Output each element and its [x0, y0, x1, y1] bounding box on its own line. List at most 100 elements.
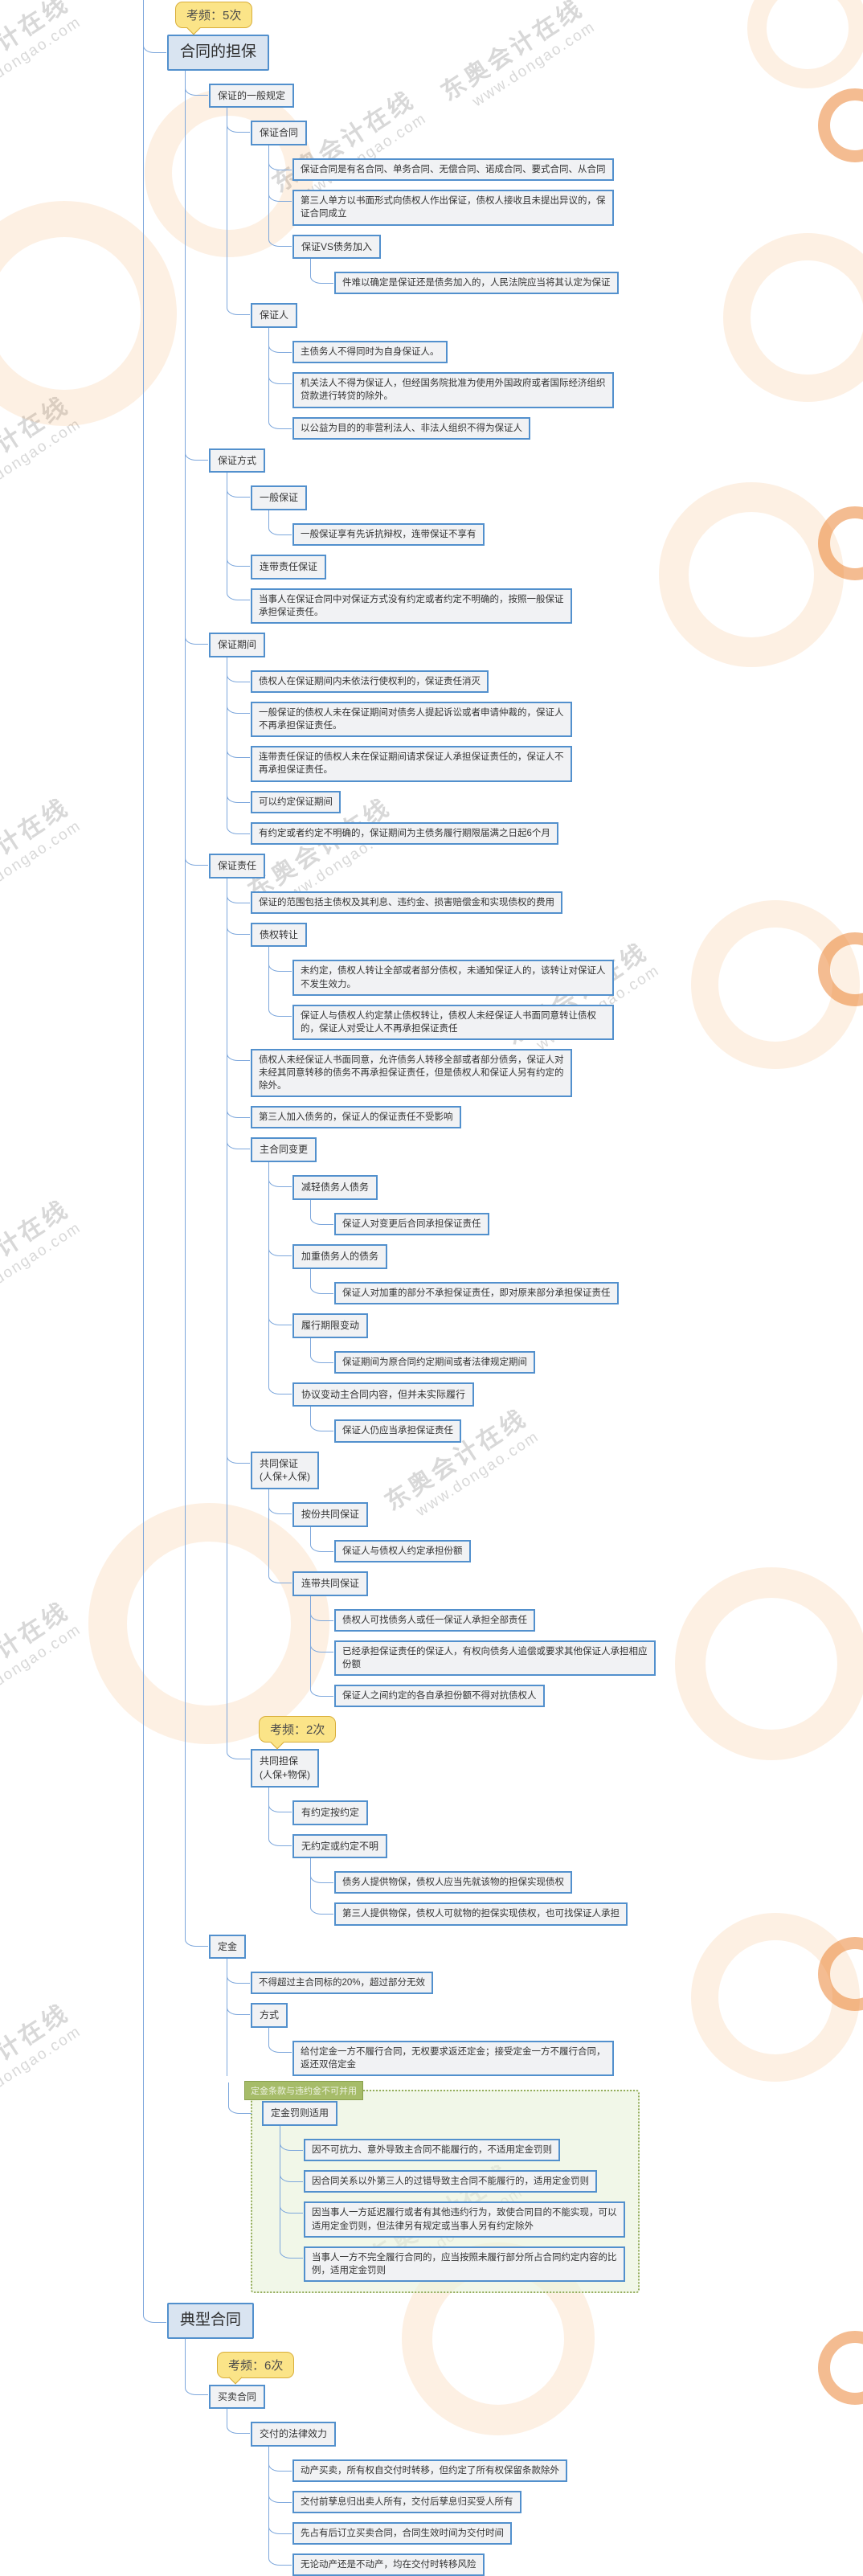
node-children: 有约定按约定无约定或约定不明债务人提供物保，债权人应当先就该物的担保实现债权第三…	[292, 1788, 628, 1926]
node-box[interactable]: 债务人提供物保，债权人应当先就该物的担保实现债权	[334, 1871, 572, 1894]
node-box[interactable]: 合同的担保	[167, 35, 269, 71]
mindmap-node: 一般保证的债权人未在保证期间对债务人提起诉讼或者申请仲裁的，保证人不再承担保证责…	[251, 702, 572, 737]
node-box[interactable]: 以公益为目的的非营利法人、非法人组织不得为保证人	[292, 417, 530, 440]
node-box[interactable]: 可以约定保证期间	[251, 791, 341, 813]
node-box[interactable]: 减轻债务人债务	[292, 1175, 378, 1200]
node-box[interactable]: 一般保证享有先诉抗辩权，连带保证不享有	[292, 523, 485, 546]
mindmap-node: 保证期间为原合同约定期间或者法律规定期间	[334, 1351, 535, 1374]
node-children: 保证人对加重的部分不承担保证责任，即对原来部分承担保证责任	[334, 1269, 619, 1304]
node-box[interactable]: 共同保证 (人保+人保)	[251, 1452, 319, 1490]
node-box[interactable]: 典型合同	[167, 2303, 254, 2339]
node-box[interactable]: 一般保证的债权人未在保证期间对债务人提起诉讼或者申请仲裁的，保证人不再承担保证责…	[251, 702, 572, 737]
node-box[interactable]: 保证人	[251, 303, 297, 328]
mindmap-node: 保证人对加重的部分不承担保证责任，即对原来部分承担保证责任	[334, 1282, 619, 1304]
node-box[interactable]: 连带责任保证	[251, 555, 326, 579]
node-box[interactable]: 协议变动主合同内容，但并未实际履行	[292, 1382, 474, 1407]
mindmap-node: 债权人未经保证人书面同意，允许债务人转移全部或者部分债务，保证人对未经其同意转移…	[251, 1049, 572, 1097]
exam-frequency-callout[interactable]: 考频：2次	[259, 1716, 336, 1743]
node-box[interactable]: 保证人与债权人约定禁止债权转让，债权人未经保证人书面同意转让债权的，保证人对受让…	[292, 1005, 614, 1040]
node-box[interactable]: 保证人之间约定的各自承担份额不得对抗债权人	[334, 1685, 545, 1707]
node-children: 按份共同保证保证人与债权人约定承担份额连带共同保证债权人可找债务人或任一保证人承…	[292, 1489, 656, 1707]
node-box[interactable]: 第三人提供物保，债权人可就物的担保实现债权，也可找保证人承担	[334, 1902, 628, 1925]
node-box[interactable]: 无论动产还是不动产，均在交付时转移风险	[292, 2553, 485, 2576]
node-box[interactable]: 按份共同保证	[292, 1502, 368, 1527]
node-box[interactable]: 主合同变更	[251, 1137, 317, 1162]
mindmap-node: 连带责任保证	[251, 555, 326, 579]
node-box[interactable]: 先占有后订立买卖合同，合同生效时间为交付时间	[292, 2522, 512, 2545]
node-children: 债权人可找债务人或任一保证人承担全部责任已经承担保证责任的保证人，有权向债务人追…	[334, 1596, 656, 1707]
mindmap-node: 第三人加入债务的，保证人的保证责任不受影响	[251, 1106, 461, 1128]
exam-frequency-callout[interactable]: 考频：6次	[217, 2352, 294, 2378]
node-box[interactable]: 履行期限变动	[292, 1313, 368, 1338]
node-box[interactable]: 连带共同保证	[292, 1571, 368, 1596]
node-box[interactable]: 债权转让	[251, 923, 307, 948]
node-box[interactable]: 动产买卖，所有权自交付时转移，但约定了所有权保留条款除外	[292, 2459, 567, 2482]
node-box[interactable]: 保证期间为原合同约定期间或者法律规定期间	[334, 1351, 535, 1374]
node-box[interactable]: 连带责任保证的债权人未在保证期间请求保证人承担保证责任的，保证人不再承担保证责任…	[251, 746, 572, 781]
mindmap-node: 考频：5次合同的担保保证的一般规定保证合同保证合同是有名合同、单务合同、无偿合同…	[167, 2, 656, 2293]
exam-frequency-callout[interactable]: 考频：5次	[175, 2, 252, 28]
node-box[interactable]: 交付前孳息归出卖人所有，交付后孳息归买受人所有	[292, 2491, 521, 2513]
mindmap-node: 连带责任保证的债权人未在保证期间请求保证人承担保证责任的，保证人不再承担保证责任…	[251, 746, 572, 781]
node-box[interactable]: 因当事人一方延迟履行或者有其他违约行为，致使合同目的不能实现，可以适用定金罚则，…	[304, 2201, 625, 2237]
node-box[interactable]: 共同担保 (人保+物保)	[251, 1749, 319, 1788]
node-box[interactable]: 买卖合同	[209, 2385, 265, 2410]
node-box[interactable]: 保证期间	[209, 633, 265, 657]
mindmap-node: 债权转让未约定，债权人转让全部或者部分债权，未通知保证人的，该转让对保证人不发生…	[251, 923, 614, 1040]
mindmap-node: 主债务人不得同时为自身保证人。	[292, 341, 448, 363]
node-box[interactable]: 保证VS债务加入	[292, 235, 381, 260]
node-box[interactable]: 已经承担保证责任的保证人，有权向债务人追偿或要求其他保证人承担相应份额	[334, 1640, 656, 1676]
mindmap-node: 交付的法律效力动产买卖，所有权自交付时转移，但约定了所有权保留条款除外交付前孳息…	[251, 2422, 567, 2576]
node-box[interactable]: 加重债务人的债务	[292, 1244, 387, 1269]
node-box[interactable]: 交付的法律效力	[251, 2422, 336, 2447]
mindmap-node: 保证的范围包括主债权及其利息、违约金、损害赔偿金和实现债权的费用	[251, 891, 562, 914]
node-box[interactable]: 件难以确定是保证还是债务加入的，人民法院应当将其认定为保证	[334, 272, 619, 294]
mindmap-node: 不得超过主合同标的20%，超过部分无效	[251, 1972, 433, 1994]
node-box[interactable]: 一般保证	[251, 485, 307, 510]
node-box[interactable]: 保证方式	[209, 448, 265, 473]
node-box[interactable]: 债权人可找债务人或任一保证人承担全部责任	[334, 1609, 535, 1632]
node-box[interactable]: 保证的一般规定	[209, 84, 294, 109]
node-box[interactable]: 有约定按约定	[292, 1800, 368, 1825]
node-box[interactable]: 保证人仍应当承担保证责任	[334, 1419, 461, 1442]
node-children: 债务人提供物保，债权人应当先就该物的担保实现债权第三人提供物保，债权人可就物的担…	[334, 1858, 628, 1925]
node-box[interactable]: 不得超过主合同标的20%，超过部分无效	[251, 1972, 433, 1994]
node-box[interactable]: 当事人在保证合同中对保证方式没有约定或者约定不明确的，按照一般保证承担保证责任。	[251, 588, 572, 624]
node-box[interactable]: 定金罚则适用	[262, 2101, 337, 2126]
node-box[interactable]: 保证人对加重的部分不承担保证责任，即对原来部分承担保证责任	[334, 1282, 619, 1304]
mindmap-node: 保证人仍应当承担保证责任	[334, 1419, 461, 1442]
node-box[interactable]: 保证人与债权人约定承担份额	[334, 1540, 471, 1562]
node-box[interactable]: 主债务人不得同时为自身保证人。	[292, 341, 448, 363]
node-box[interactable]: 有约定或者约定不明确的，保证期间为主债务履行期限届满之日起6个月	[251, 822, 558, 845]
node-box[interactable]: 保证的范围包括主债权及其利息、违约金、损害赔偿金和实现债权的费用	[251, 891, 562, 914]
node-children: 动产买卖，所有权自交付时转移，但约定了所有权保留条款除外交付前孳息归出卖人所有，…	[292, 2447, 567, 2576]
node-box[interactable]: 因合同关系以外第三人的过错导致主合同不能履行的，适用定金罚则	[304, 2170, 597, 2193]
node-box[interactable]: 方式	[251, 2003, 288, 2028]
node-children: 保证人仍应当承担保证责任	[334, 1407, 461, 1442]
mindmap-node: 一般保证享有先诉抗辩权，连带保证不享有	[292, 523, 485, 546]
node-box[interactable]: 当事人一方不完全履行合同的，应当按照未履行部分所占合同约定内容的比例，适用定金罚…	[304, 2246, 625, 2282]
node-children: 保证人与债权人约定承担份额	[334, 1527, 471, 1562]
mindmap-node: 典型合同考频：6次买卖合同交付的法律效力动产买卖，所有权自交付时转移，但约定了所…	[167, 2303, 567, 2576]
group-boundary: 定金条款与违约金不可并用定金罚则适用因不可抗力、意外导致主合同不能履行的，不适用…	[251, 2090, 640, 2292]
node-box[interactable]: 保证责任	[209, 854, 265, 878]
node-box[interactable]: 第三人加入债务的，保证人的保证责任不受影响	[251, 1106, 461, 1128]
mindmap-node: 机关法人不得为保证人，但经国务院批准为使用外国政府或者国际经济组织贷款进行转贷的…	[292, 372, 614, 407]
node-box[interactable]: 定金	[209, 1935, 246, 1960]
node-box[interactable]: 未约定，债权人转让全部或者部分债权，未通知保证人的，该转让对保证人不发生效力。	[292, 960, 614, 995]
node-box[interactable]: 债权人在保证期间内未依法行使权利的，保证责任消灭	[251, 670, 489, 693]
node-box[interactable]: 给付定金一方不履行合同，无权要求返还定金；接受定金一方不履行合同，返还双倍定金	[292, 2041, 614, 2076]
node-box[interactable]: 机关法人不得为保证人，但经国务院批准为使用外国政府或者国际经济组织贷款进行转贷的…	[292, 372, 614, 407]
mindmap-node: 保证人对变更后合同承担保证责任	[334, 1213, 489, 1235]
node-box[interactable]: 因不可抗力、意外导致主合同不能履行的，不适用定金罚则	[304, 2139, 560, 2161]
node-box[interactable]: 无约定或约定不明	[292, 1834, 387, 1859]
mindmap-node: 方式给付定金一方不履行合同，无权要求返还定金；接受定金一方不履行合同，返还双倍定…	[251, 2003, 614, 2076]
node-box[interactable]: 第三人单方以书面形式向债权人作出保证，债权人接收且未提出异议的，保证合同成立	[292, 190, 614, 225]
node-box[interactable]: 债权人未经保证人书面同意，允许债务人转移全部或者部分债务，保证人对未经其同意转移…	[251, 1049, 572, 1097]
mindmap-node: 加重债务人的债务保证人对加重的部分不承担保证责任，即对原来部分承担保证责任	[292, 1244, 619, 1304]
node-box[interactable]: 保证合同	[251, 121, 307, 145]
node-box[interactable]: 保证合同是有名合同、单务合同、无偿合同、诺成合同、要式合同、从合同	[292, 158, 614, 181]
node-box[interactable]: 保证人对变更后合同承担保证责任	[334, 1213, 489, 1235]
mindmap-node: 连带共同保证债权人可找债务人或任一保证人承担全部责任已经承担保证责任的保证人，有…	[292, 1571, 656, 1707]
mindmap-node: 保证方式一般保证一般保证享有先诉抗辩权，连带保证不享有连带责任保证当事人在保证合…	[209, 448, 572, 625]
